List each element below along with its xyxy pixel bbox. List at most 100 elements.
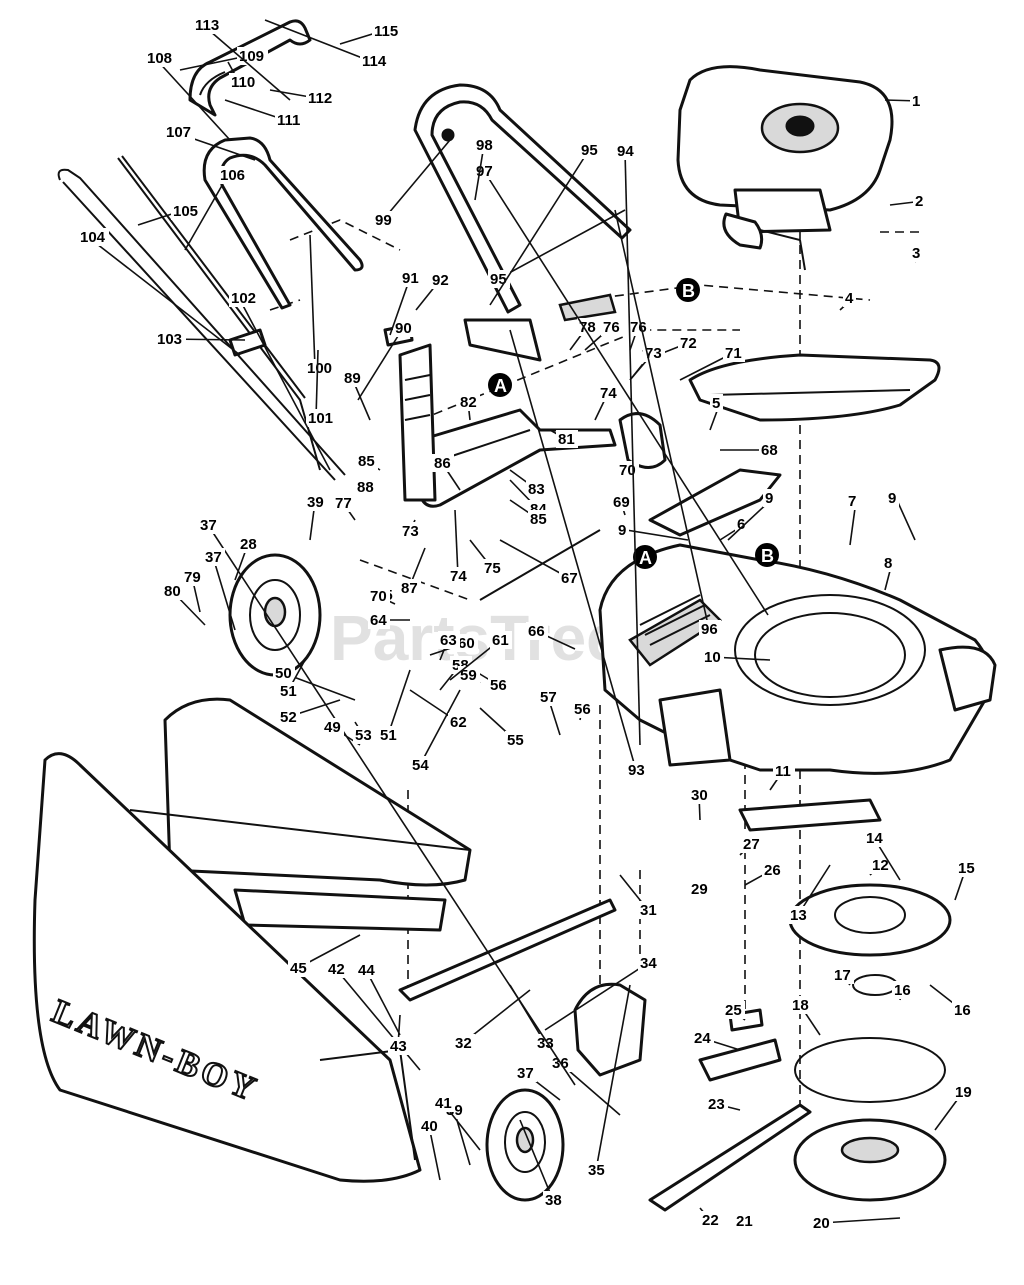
part-number-label[interactable]: 45 [290, 960, 307, 977]
part-number-label[interactable]: 62 [450, 714, 467, 731]
part-number-label[interactable]: 67 [561, 570, 578, 587]
part-number-label[interactable]: 79 [184, 569, 201, 586]
part-number-label[interactable]: 16 [954, 1002, 971, 1019]
part-number-label[interactable]: 39 [307, 494, 324, 511]
part-number-label[interactable]: 1 [912, 93, 920, 110]
part-number-label[interactable]: 5 [712, 395, 720, 412]
part-number-label[interactable]: 68 [761, 442, 778, 459]
part-number-label[interactable]: 12 [872, 857, 889, 874]
part-number-label[interactable]: 105 [173, 203, 198, 220]
part-number-label[interactable]: 10 [704, 649, 721, 666]
part-number-label[interactable]: 6 [737, 516, 745, 533]
part-number-label[interactable]: 63 [440, 632, 457, 649]
part-number-label[interactable]: 91 [402, 270, 419, 287]
part-number-label[interactable]: 112 [308, 90, 332, 107]
part-number-label[interactable]: 34 [640, 955, 657, 972]
part-number-label[interactable]: 20 [813, 1215, 830, 1232]
part-number-label[interactable]: 90 [395, 320, 412, 337]
part-number-label[interactable]: 8 [884, 555, 892, 572]
part-number-label[interactable]: 82 [460, 394, 477, 411]
part-number-label[interactable]: 93 [628, 762, 645, 779]
part-number-label[interactable]: 54 [412, 757, 429, 774]
part-number-label[interactable]: 74 [600, 385, 617, 402]
part-number-label[interactable]: 85 [530, 511, 547, 528]
part-number-label[interactable]: 37 [517, 1065, 534, 1082]
part-number-label[interactable]: 19 [955, 1084, 972, 1101]
part-number-label[interactable]: 95 [490, 271, 507, 288]
part-number-label[interactable]: 22 [702, 1212, 719, 1229]
part-number-label[interactable]: 25 [725, 1002, 742, 1019]
part-number-label[interactable]: 32 [455, 1035, 472, 1052]
part-number-label[interactable]: 108 [147, 50, 172, 67]
part-number-label[interactable]: 100 [307, 360, 332, 377]
part-number-label[interactable]: 73 [645, 345, 662, 362]
part-number-label[interactable]: 27 [743, 836, 760, 853]
part-number-label[interactable]: 56 [490, 677, 507, 694]
part-number-label[interactable]: 106 [220, 167, 245, 184]
part-number-label[interactable]: 109 [239, 48, 264, 65]
part-number-label[interactable]: 3 [912, 245, 920, 262]
part-number-label[interactable]: 75 [484, 560, 501, 577]
part-number-label[interactable]: 41 [435, 1095, 452, 1112]
part-number-label[interactable]: 101 [308, 410, 333, 427]
part-number-label[interactable]: 18 [792, 997, 809, 1014]
part-number-label[interactable]: 50 [275, 665, 292, 682]
part-number-label[interactable]: 104 [80, 229, 106, 246]
part-number-label[interactable]: 4 [845, 290, 854, 307]
part-number-label[interactable]: 74 [450, 568, 467, 585]
part-number-label[interactable]: 70 [619, 462, 636, 479]
part-number-label[interactable]: 69 [613, 494, 630, 511]
part-number-label[interactable]: 71 [725, 345, 742, 362]
part-number-label[interactable]: 77 [335, 495, 352, 512]
part-number-label[interactable]: 29 [691, 881, 708, 898]
part-number-label[interactable]: 115 [374, 23, 398, 40]
part-number-label[interactable]: 23 [708, 1096, 725, 1113]
part-number-label[interactable]: 16 [894, 982, 911, 999]
part-number-label[interactable]: 64 [370, 612, 387, 629]
part-number-label[interactable]: 95 [581, 142, 598, 159]
part-number-label[interactable]: 59 [460, 667, 477, 684]
part-number-label[interactable]: 24 [694, 1030, 711, 1047]
part-number-label[interactable]: 66 [528, 623, 545, 640]
part-number-label[interactable]: 21 [736, 1213, 753, 1230]
part-number-label[interactable]: 2 [915, 193, 923, 210]
part-number-label[interactable]: 43 [390, 1038, 407, 1055]
part-number-label[interactable]: 26 [764, 862, 781, 879]
part-number-label[interactable]: 17 [834, 967, 851, 984]
part-number-label[interactable]: 57 [540, 689, 557, 706]
part-number-label[interactable]: 15 [958, 860, 975, 877]
part-number-label[interactable]: 51 [280, 683, 297, 700]
part-number-label[interactable]: 38 [545, 1192, 562, 1209]
part-number-label[interactable]: 42 [328, 961, 345, 978]
part-number-label[interactable]: 92 [432, 272, 449, 289]
part-number-label[interactable]: 86 [434, 455, 451, 472]
part-number-label[interactable]: 99 [375, 212, 392, 229]
part-number-label[interactable]: 53 [355, 727, 372, 744]
part-number-label[interactable]: 98 [476, 137, 493, 154]
part-number-label[interactable]: 31 [640, 902, 657, 919]
part-number-label[interactable]: 55 [507, 732, 524, 749]
part-number-label[interactable]: 88 [357, 479, 374, 496]
part-number-label[interactable]: 56 [574, 701, 591, 718]
part-number-label[interactable]: 37 [200, 517, 217, 534]
part-number-label[interactable]: 103 [157, 331, 182, 348]
part-number-label[interactable]: 102 [231, 290, 256, 307]
part-number-label[interactable]: 40 [421, 1118, 438, 1135]
part-number-label[interactable]: 87 [401, 580, 418, 597]
part-number-label[interactable]: 44 [358, 962, 375, 979]
part-number-label[interactable]: 9 [618, 522, 626, 539]
part-number-label[interactable]: 60 [458, 635, 475, 652]
part-number-label[interactable]: 61 [492, 632, 509, 649]
part-number-label[interactable]: 13 [790, 907, 807, 924]
part-number-label[interactable]: 81 [558, 431, 575, 448]
part-number-label[interactable]: 73 [402, 523, 419, 540]
part-number-label[interactable]: 76 [630, 319, 647, 336]
part-number-label[interactable]: 107 [166, 124, 191, 141]
part-number-label[interactable]: 9 [888, 490, 896, 507]
part-number-label[interactable]: 35 [588, 1162, 605, 1179]
part-number-label[interactable]: 11 [775, 763, 791, 780]
part-number-label[interactable]: 28 [240, 536, 257, 553]
part-number-label[interactable]: 51 [380, 727, 397, 744]
part-number-label[interactable]: 94 [617, 143, 634, 160]
part-number-label[interactable]: 78 [579, 319, 596, 336]
